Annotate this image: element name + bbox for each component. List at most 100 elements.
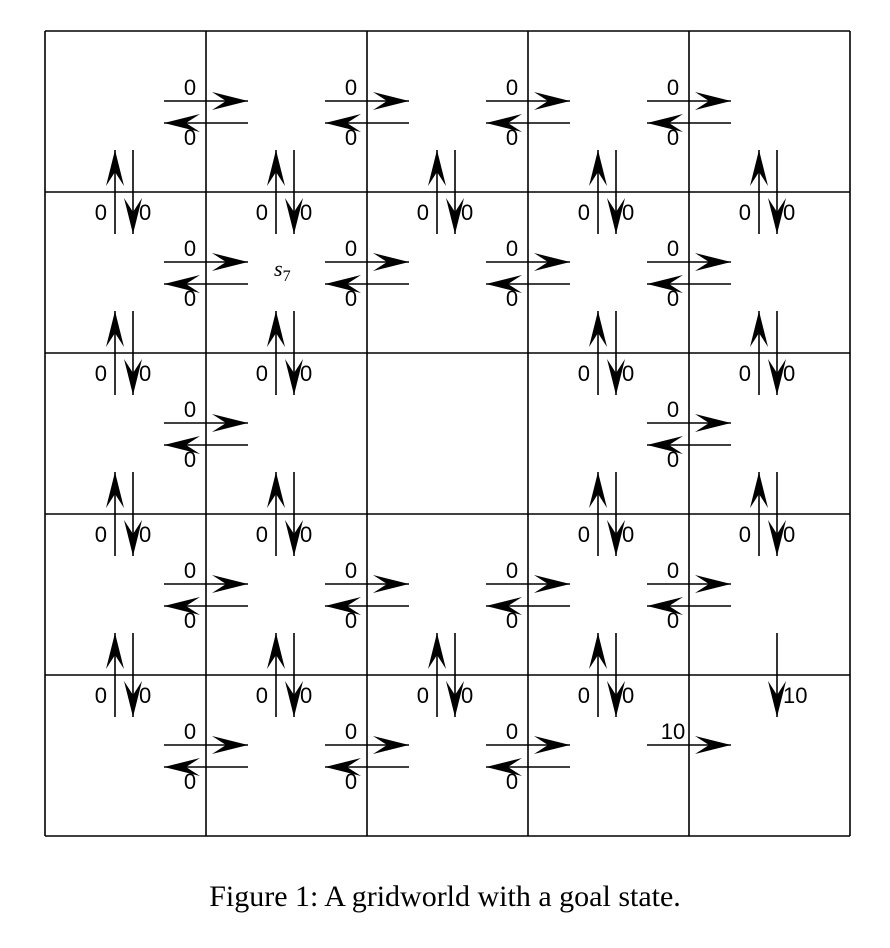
left-arrowhead (647, 275, 683, 293)
down-reward-label: 0 (139, 200, 151, 225)
down-arrowhead (124, 520, 142, 556)
left-arrowhead (647, 597, 683, 615)
right-reward-label: 0 (506, 236, 518, 261)
right-arrowhead (534, 736, 570, 754)
up-arrowhead (267, 633, 285, 669)
down-reward-label: 0 (622, 200, 634, 225)
down-arrowhead (124, 359, 142, 395)
right-arrowhead (212, 736, 248, 754)
left-reward-label: 0 (506, 769, 518, 794)
right-reward-label: 0 (184, 719, 196, 744)
left-reward-label: 0 (667, 447, 679, 472)
right-arrowhead (212, 414, 248, 432)
up-reward-label: 0 (256, 522, 268, 547)
up-arrowhead (267, 472, 285, 508)
left-arrowhead (325, 275, 361, 293)
up-reward-label: 0 (739, 361, 751, 386)
up-reward-label: 0 (417, 200, 429, 225)
up-reward-label: 0 (256, 200, 268, 225)
up-arrowhead (589, 150, 607, 186)
down-reward-label: 0 (622, 522, 634, 547)
left-arrowhead (164, 114, 200, 132)
right-reward-label: 0 (667, 236, 679, 261)
right-arrowhead (373, 92, 409, 110)
left-reward-label: 0 (506, 608, 518, 633)
right-reward-label: 0 (667, 397, 679, 422)
up-arrowhead (589, 472, 607, 508)
up-reward-label: 0 (578, 683, 590, 708)
left-reward-label: 0 (506, 125, 518, 150)
down-arrowhead (768, 359, 786, 395)
right-arrowhead (534, 575, 570, 593)
left-reward-label: 0 (667, 125, 679, 150)
up-arrowhead (106, 311, 124, 347)
up-reward-label: 0 (739, 200, 751, 225)
up-arrowhead (267, 150, 285, 186)
up-reward-label: 0 (256, 361, 268, 386)
figure-caption: Figure 1: A gridworld with a goal state. (209, 880, 681, 913)
left-arrowhead (325, 758, 361, 776)
left-reward-label: 0 (667, 286, 679, 311)
left-reward-label: 0 (506, 286, 518, 311)
left-reward-label: 0 (184, 447, 196, 472)
down-arrowhead (285, 198, 303, 234)
right-arrowhead (534, 92, 570, 110)
up-reward-label: 0 (95, 361, 107, 386)
left-reward-label: 0 (184, 125, 196, 150)
right-reward-label: 0 (506, 75, 518, 100)
down-arrowhead (285, 681, 303, 717)
right-reward-label: 0 (667, 75, 679, 100)
right-reward-label: 0 (345, 719, 357, 744)
right-arrowhead (695, 92, 731, 110)
down-reward-label: 0 (783, 200, 795, 225)
left-arrowhead (486, 114, 522, 132)
up-arrowhead (750, 311, 768, 347)
down-arrowhead (124, 681, 142, 717)
up-arrowhead (428, 633, 446, 669)
right-arrowhead (534, 253, 570, 271)
right-reward-label: 0 (506, 719, 518, 744)
right-arrowhead (373, 253, 409, 271)
left-arrowhead (486, 275, 522, 293)
up-arrowhead (428, 150, 446, 186)
right-reward-label: 0 (345, 75, 357, 100)
down-arrowhead (768, 520, 786, 556)
up-reward-label: 0 (95, 683, 107, 708)
left-arrowhead (164, 275, 200, 293)
up-reward-label: 0 (95, 200, 107, 225)
down-arrowhead (285, 520, 303, 556)
right-reward-label: 0 (345, 236, 357, 261)
down-arrowhead (446, 198, 464, 234)
right-reward-label: 0 (667, 558, 679, 583)
down-arrowhead (607, 198, 625, 234)
down-reward-label: 0 (300, 361, 312, 386)
down-reward-label: 0 (139, 683, 151, 708)
right-reward-label: 10 (661, 719, 685, 744)
left-arrowhead (486, 597, 522, 615)
up-arrowhead (589, 311, 607, 347)
right-arrowhead (373, 736, 409, 754)
down-reward-label: 0 (461, 683, 473, 708)
left-arrowhead (647, 436, 683, 454)
up-arrowhead (589, 633, 607, 669)
left-reward-label: 0 (184, 286, 196, 311)
left-arrowhead (164, 597, 200, 615)
down-reward-label: 0 (300, 522, 312, 547)
gridworld-figure: 0 0 0 0 0 0 0 0 0 0 0 0 0 0 0 0 0 0 0 0 0 0 0 0 0 0 0 0 0 0 0 0 0 0 10 0 0 0 0… (44, 30, 851, 837)
down-reward-label: 0 (622, 683, 634, 708)
down-arrowhead (768, 681, 786, 717)
up-reward-label: 0 (578, 361, 590, 386)
left-reward-label: 0 (345, 125, 357, 150)
transition-labels: 0 0 0 0 0 0 0 0 0 0 0 0 0 0 0 0 0 0 0 0 0 0 0 0 0 0 0 0 0 0 0 0 0 0 10 0 0 0 0… (95, 75, 808, 794)
left-reward-label: 0 (667, 608, 679, 633)
right-arrowhead (695, 575, 731, 593)
up-arrowhead (106, 472, 124, 508)
up-reward-label: 0 (578, 522, 590, 547)
down-arrowhead (607, 520, 625, 556)
right-arrowhead (212, 253, 248, 271)
down-reward-label: 0 (300, 200, 312, 225)
down-reward-label: 0 (300, 683, 312, 708)
down-reward-label: 0 (783, 361, 795, 386)
down-reward-label: 0 (461, 200, 473, 225)
down-reward-label: 0 (139, 522, 151, 547)
